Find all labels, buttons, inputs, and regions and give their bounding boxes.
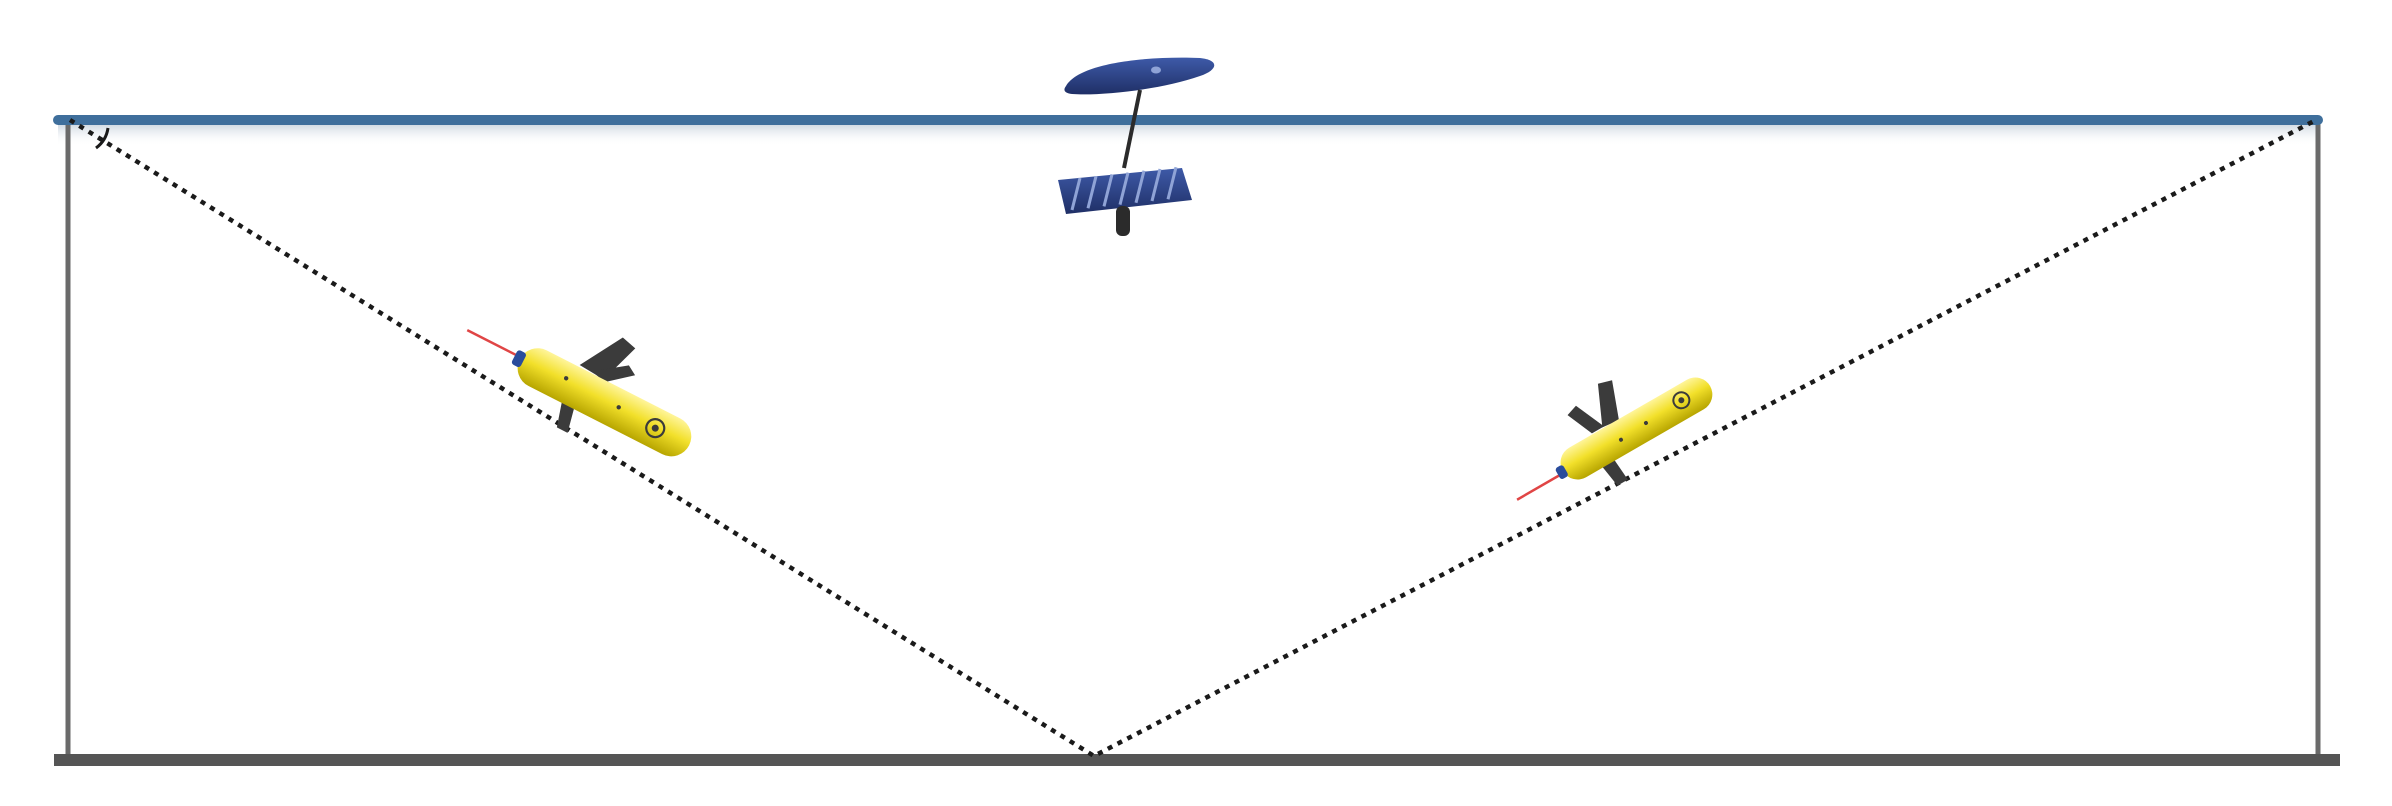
underwater-glider-icon xyxy=(1516,377,1713,501)
glider-sawtooth-path xyxy=(68,118,2318,759)
underwater-glider-icon xyxy=(466,329,692,457)
wing-slat xyxy=(1118,172,1130,205)
tether-cable xyxy=(1122,89,1142,169)
float-hatch xyxy=(1151,66,1161,74)
wing-slat xyxy=(1134,170,1146,204)
glider-hull xyxy=(1560,377,1713,480)
wing-slat xyxy=(1102,174,1114,207)
wing-slat xyxy=(1086,175,1098,209)
wing-slat xyxy=(1070,177,1082,211)
angle-arc-icon xyxy=(95,127,110,150)
wave-glider-icon xyxy=(1058,57,1215,236)
wing-slat xyxy=(1150,168,1162,202)
wing-slat xyxy=(1166,166,1178,200)
glider-hull xyxy=(517,348,692,457)
sub-wing-rack xyxy=(1058,166,1192,236)
surface-shadow xyxy=(58,124,2320,146)
seabed-line xyxy=(54,754,2340,766)
